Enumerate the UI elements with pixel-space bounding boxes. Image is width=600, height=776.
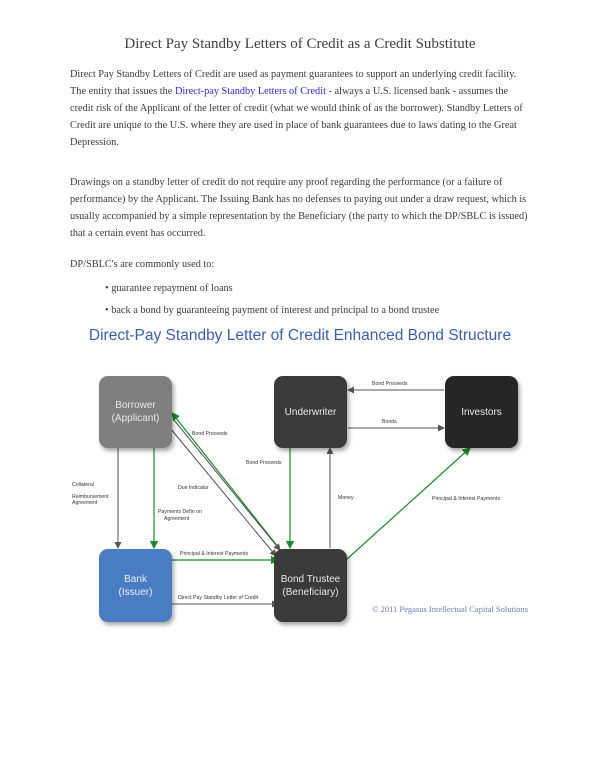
investors-label: Investors [461, 406, 502, 418]
label-bond-proceeds-left: Bond Proceeds [192, 431, 228, 437]
page-title: Direct Pay Standby Letters of Credit as … [124, 36, 476, 52]
list-item: • back a bond by guaranteeing payment of… [105, 305, 440, 316]
label-bonds: Bonds [382, 419, 397, 425]
paragraph-drawings: Drawings on a standby letter of credit d… [70, 177, 528, 239]
copyright-notice: © 2011 Pegasus Intellectual Capital Solu… [372, 604, 529, 614]
diagram-title: Direct-Pay Standby Letter of Credit Enha… [88, 327, 512, 344]
bullet-text: back a bond by guaranteeing payment of i… [111, 305, 440, 316]
arrow-loan-to-trustee-b [169, 427, 277, 557]
underwriter-label: Underwriter [284, 406, 337, 418]
investors-box: Investors [445, 376, 518, 448]
label-reimbursement: Reimbursement [72, 494, 109, 500]
paragraph-intro-text: Direct Pay Standby Letters of Credit are… [70, 69, 517, 97]
trustee-label: Bond Trustee [280, 573, 341, 585]
arrow-loan-to-trustee-a [173, 419, 281, 551]
trustee-role: (Beneficiary) [282, 586, 339, 598]
label-bond-proceeds-mid: Bond Proceeds [246, 460, 282, 466]
paragraph-uses: DP/SBLC's are commonly used to: [70, 259, 215, 270]
bank-box: Bank (Issuer) [99, 549, 172, 622]
bank-role: (Issuer) [118, 586, 153, 598]
list-item: • guarantee repayment of loans [105, 283, 233, 294]
arrow-proceeds-to-borrower [171, 412, 283, 553]
label-payments-on: Payments Defin on [158, 509, 202, 515]
label-bond-proceeds-top: Bond Proceeds [372, 381, 408, 387]
label-agreement-2: Agreement [164, 516, 190, 522]
borrower-role: (Applicant) [111, 413, 160, 424]
bank-label: Bank [124, 573, 147, 585]
paragraph-intro-text-continued: - always a U.S. licensed bank - assumes … [70, 86, 523, 148]
label-money: Money [338, 495, 354, 501]
uses-list: • guarantee repayment of loans • back a … [105, 280, 545, 324]
dp-sblc-link[interactable]: Direct-pay Standby Letters of Credit [174, 86, 326, 97]
underwriter-box: Underwriter [274, 376, 347, 448]
label-agreement: Agreement [72, 500, 98, 506]
label-interest-payments: Principal & Interest Payments [432, 496, 501, 502]
label-direct-pay: Direct Pay Standby Letter of Credit [178, 595, 259, 601]
arrow-payments-to-investors [345, 447, 471, 561]
label-due-indicator: Due Indicator [178, 485, 209, 491]
borrower-box: Borrower (Applicant) [99, 376, 172, 448]
trustee-box: Bond Trustee (Beneficiary) [274, 549, 347, 622]
borrower-label: Borrower [115, 400, 156, 411]
label-principal-interest: Principal & Interest Payments [180, 551, 249, 557]
paragraph-intro: Direct Pay Standby Letters of Credit are… [70, 66, 530, 151]
label-collateral: Collateral [72, 482, 94, 488]
bullet-text: guarantee repayment of loans [111, 283, 233, 294]
